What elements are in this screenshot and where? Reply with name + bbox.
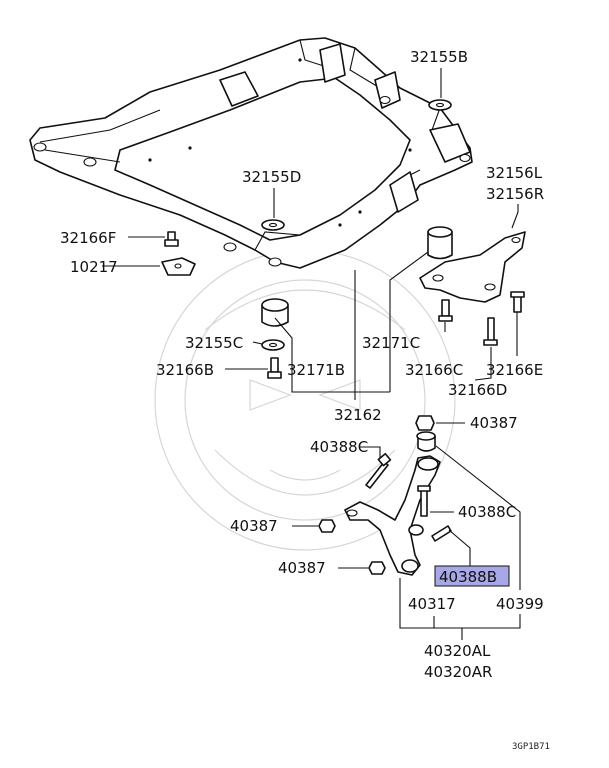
label-32171B: 32171B	[287, 361, 345, 379]
bushing-32171C[interactable]	[427, 226, 453, 260]
label-32156L: 32156L	[486, 164, 543, 182]
label-32155D: 32155D	[242, 168, 301, 186]
label-40388C-right: 40388C	[458, 503, 516, 521]
bolt-32166B[interactable]	[267, 357, 282, 379]
bolt-40388B[interactable]	[431, 525, 452, 542]
mount-bracket-32156[interactable]	[419, 231, 526, 303]
label-10217: 10217	[70, 258, 118, 276]
bushing-40399[interactable]	[416, 431, 436, 452]
bracket-10217[interactable]	[161, 257, 196, 276]
washer-32155B[interactable]	[428, 99, 452, 111]
label-32156R: 32156R	[486, 185, 544, 203]
highlight-40388B	[434, 565, 510, 587]
washer-32155C[interactable]	[261, 339, 285, 351]
label-32166B: 32166B	[156, 361, 214, 379]
label-40320AL: 40320AL	[424, 642, 491, 660]
bushing-40317-small[interactable]	[408, 524, 424, 536]
subframe-crossmember[interactable]	[29, 37, 473, 269]
label-32155C: 32155C	[185, 334, 243, 352]
diagram-code: 3GP1B71	[512, 742, 550, 752]
nut-40387-mid[interactable]	[318, 519, 336, 533]
label-32171C: 32171C	[362, 334, 420, 352]
bolt-32166E[interactable]	[510, 291, 525, 313]
bolt-32166F[interactable]	[164, 231, 179, 247]
label-40399: 40399	[496, 595, 544, 613]
label-40388C-left: 40388C	[310, 438, 368, 456]
label-40387-mid: 40387	[230, 517, 278, 535]
label-32166C: 32166C	[405, 361, 463, 379]
label-40317: 40317	[408, 595, 456, 613]
washer-32155D[interactable]	[261, 219, 285, 231]
label-32166D: 32166D	[448, 381, 507, 399]
label-32155B: 32155B	[410, 48, 468, 66]
label-40387-low: 40387	[278, 559, 326, 577]
bolt-32166D[interactable]	[483, 317, 498, 346]
label-40388B[interactable]: 40388B	[439, 568, 497, 586]
label-32162: 32162	[334, 406, 382, 424]
label-32166E: 32166E	[486, 361, 543, 379]
label-32166F: 32166F	[60, 229, 116, 247]
nut-40387-low[interactable]	[368, 561, 386, 575]
lower-control-arm-40317[interactable]	[344, 455, 441, 576]
nut-40387-top[interactable]	[415, 415, 435, 431]
bushing-32171B[interactable]	[261, 298, 289, 327]
bolt-40388C-left[interactable]	[365, 452, 392, 489]
label-40387-top: 40387	[470, 414, 518, 432]
bolt-40388C-right[interactable]	[417, 485, 431, 517]
label-40320AR: 40320AR	[424, 663, 492, 681]
bolt-32166C[interactable]	[438, 299, 453, 322]
